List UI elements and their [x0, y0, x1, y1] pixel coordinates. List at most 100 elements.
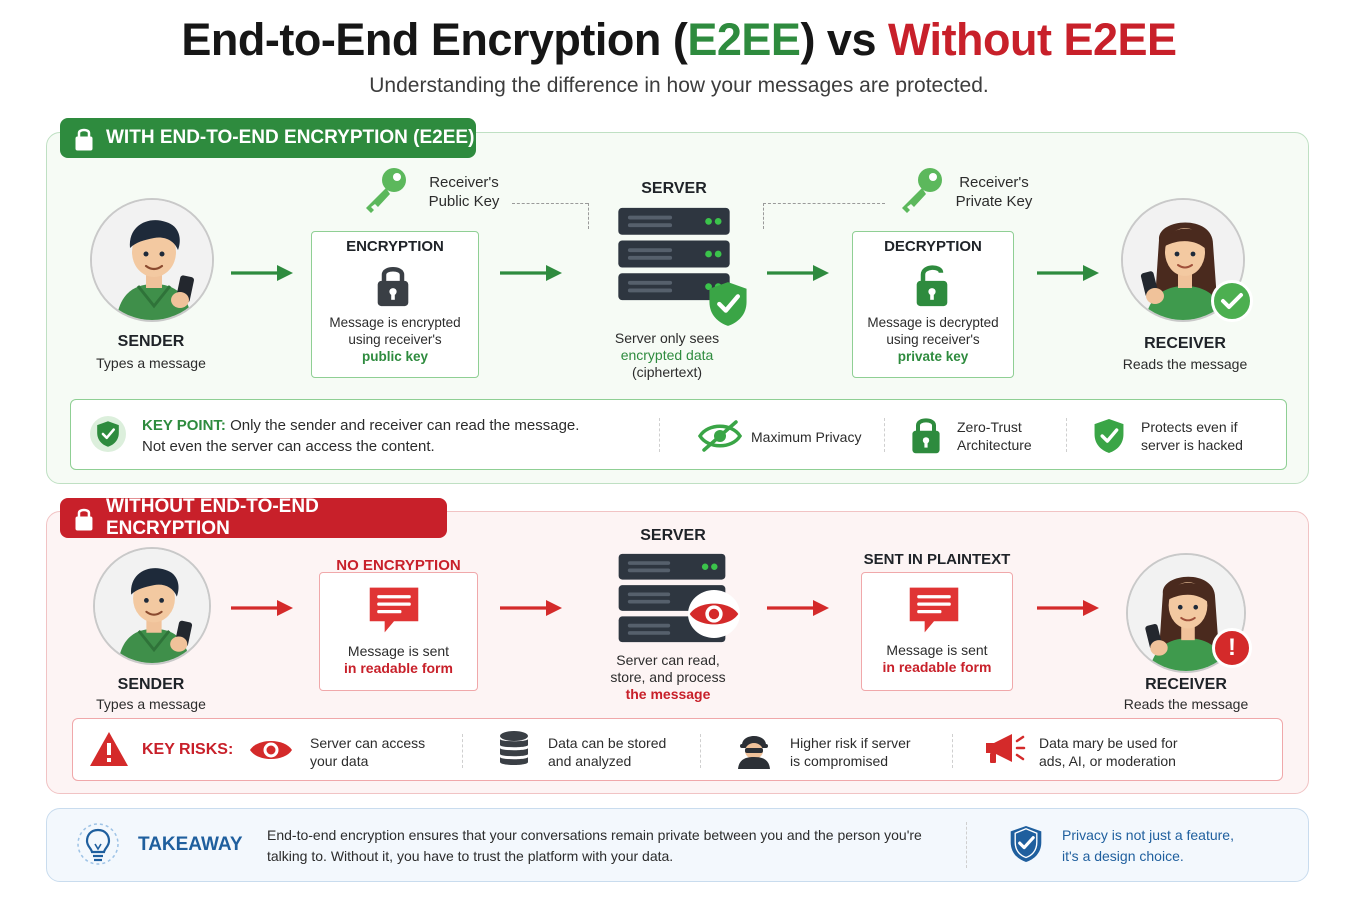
arrow-right-icon	[231, 263, 295, 283]
risk-compromised: Higher risk if server is compromised	[790, 734, 911, 770]
sender-title: SENDER	[117, 333, 185, 350]
decryption-highlight: private key	[897, 349, 969, 364]
page-title: End-to-End Encryption (E2EE) vs Without …	[0, 14, 1358, 66]
public-key-label: Receiver's Public Key	[418, 173, 510, 211]
feature-maximum-privacy: Maximum Privacy	[751, 429, 862, 445]
sender-avatar	[90, 198, 214, 322]
decryption-description: Message is decrypted using receiver's pr…	[852, 314, 1014, 365]
server-title: SERVER	[640, 527, 706, 544]
plaintext-title: SENT IN PLAINTEXT	[863, 551, 1011, 568]
lightbulb-icon	[77, 823, 119, 865]
title-e2ee: E2EE	[687, 14, 801, 65]
divider	[952, 734, 953, 768]
server-description: Server can read, store, and process the …	[592, 652, 744, 703]
risk-line: Data can be stored	[548, 735, 667, 751]
feature-line: Architecture	[957, 437, 1032, 453]
encryption-line: Message is encrypted	[329, 315, 461, 330]
database-icon	[500, 731, 528, 765]
plaintext-box	[861, 572, 1013, 691]
badge-label: WITHOUT END-TO-END ENCRYPTION	[105, 496, 319, 539]
divider	[700, 734, 701, 768]
feature-line: Zero-Trust	[957, 419, 1022, 435]
unlock-icon	[914, 262, 950, 307]
lock-icon	[74, 506, 94, 531]
feature-zero-trust: Zero-Trust Architecture	[957, 418, 1032, 454]
warning-icon	[90, 732, 128, 766]
receiver-subtitle: Reads the message	[1123, 696, 1249, 712]
takeaway-panel	[46, 808, 1309, 882]
public-key-line: Public Key	[428, 193, 500, 210]
takeaway-text: End-to-end encryption ensures that your …	[267, 825, 947, 867]
feature-line: server is hacked	[1141, 437, 1243, 453]
shield-check-icon	[706, 280, 750, 328]
decryption-line: using receiver's	[886, 332, 980, 347]
decryption-line: Message is decrypted	[867, 315, 999, 330]
private-key-line: Receiver's	[959, 174, 1029, 191]
risk-ads-ai: Data mary be used for ads, AI, or modera…	[1039, 734, 1178, 770]
risk-data-stored: Data can be stored and analyzed	[548, 734, 666, 770]
connector-line	[588, 203, 589, 229]
key-point-strip	[70, 399, 1287, 470]
shield-check-icon	[90, 416, 126, 452]
title-part: ) vs	[800, 14, 888, 65]
connector-line	[512, 203, 588, 204]
divider	[1066, 418, 1067, 452]
takeaway-line: talking to. Without it, you have to trus…	[267, 848, 674, 864]
server-line: Server only sees	[614, 330, 720, 346]
no-encryption-description: Message is sent in readable form	[319, 643, 478, 677]
risk-line: ads, AI, or moderation	[1039, 753, 1176, 769]
receiver-title: RECEIVER	[1145, 676, 1227, 693]
arrow-right-icon	[767, 598, 831, 618]
eye-off-icon	[698, 420, 742, 452]
risk-server-access: Server can access your data	[310, 734, 425, 770]
encryption-description: Message is encrypted using receiver's pu…	[311, 314, 479, 365]
arrow-right-icon	[1037, 598, 1101, 618]
server-highlight: the message	[625, 686, 711, 702]
arrow-right-icon	[500, 598, 564, 618]
risk-line: Server can access	[310, 735, 426, 751]
receiver-title: RECEIVER	[1144, 335, 1226, 352]
no-encryption-highlight: in readable form	[344, 660, 453, 676]
plaintext-description: Message is sent in readable form	[861, 642, 1013, 676]
divider	[659, 418, 660, 452]
divider	[966, 822, 967, 868]
megaphone-icon	[986, 734, 1026, 763]
encryption-line: using receiver's	[348, 332, 442, 347]
lock-icon	[375, 262, 411, 307]
plaintext-highlight: in readable form	[882, 659, 992, 675]
feature-line: Protects even if	[1141, 419, 1238, 435]
feature-protects-hacked: Protects even if server is hacked	[1141, 418, 1243, 454]
no-encryption-title: NO ENCRYPTION	[336, 557, 461, 574]
title-part: End-to-End Encryption (	[181, 14, 688, 65]
takeaway-label: TAKEAWAY	[138, 834, 243, 855]
message-icon	[906, 585, 962, 635]
no-encryption-line: Message is sent	[347, 643, 450, 659]
connector-line	[763, 203, 885, 204]
private-key-label: Receiver's Private Key	[948, 173, 1040, 211]
sender-avatar	[93, 547, 211, 665]
connector-line	[763, 203, 764, 229]
server-line: store, and process	[610, 669, 726, 685]
arrow-right-icon	[500, 263, 564, 283]
badge-label: WITH END-TO-END ENCRYPTION (E2EE)	[106, 127, 475, 148]
arrow-right-icon	[767, 263, 831, 283]
private-key-line: Private Key	[955, 193, 1033, 210]
key-point-text: KEY POINT: Only the sender and receiver …	[142, 415, 642, 457]
page-subtitle: Understanding the difference in how your…	[369, 74, 989, 97]
arrow-right-icon	[231, 598, 295, 618]
key-icon	[896, 164, 946, 214]
key-point-line: Only the sender and receiver can read th…	[225, 417, 580, 434]
server-description: Server only sees encrypted data (ciphert…	[590, 330, 744, 381]
risk-line: is compromised	[790, 753, 889, 769]
public-key-line: Receiver's	[429, 174, 499, 191]
server-highlight: encrypted data	[620, 347, 714, 363]
risk-line: your data	[310, 753, 369, 769]
encryption-title: ENCRYPTION	[346, 238, 444, 255]
key-point-line: Not even the server can access the conte…	[142, 438, 435, 455]
lock-icon	[74, 126, 94, 151]
shield-check-icon	[1092, 417, 1126, 455]
plaintext-line: Message is sent	[886, 642, 988, 658]
alert-icon: !	[1212, 628, 1252, 668]
server-title: SERVER	[641, 180, 707, 197]
message-icon	[366, 585, 422, 635]
